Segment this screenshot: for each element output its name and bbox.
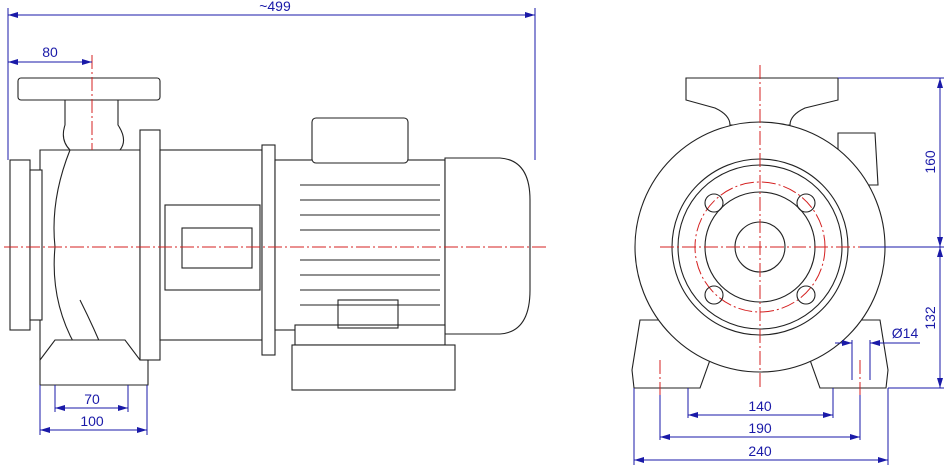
outlet-flange: [17, 77, 161, 101]
dim-overall-length: ~499: [259, 0, 291, 14]
bolt-holes: [704, 193, 816, 305]
bracket-flange: [139, 129, 161, 361]
dim-hole-spacing: 190: [748, 420, 772, 436]
outlet-neck: [62, 100, 125, 151]
dim-outlet-height: 160: [922, 150, 938, 174]
shaft-coupling: [181, 227, 253, 269]
front-view: [631, 65, 889, 395]
inlet-flange: [9, 159, 31, 331]
front-outlet-flange: [685, 77, 839, 126]
dim-shaft-height: 132: [922, 306, 938, 330]
motor-fins: [300, 184, 440, 306]
dimensions: ~499 80 70 100 160 132 Ø14 140 190 240: [7, 0, 944, 465]
dim-hole-diameter: Ø14: [892, 325, 919, 341]
dim-foot-hole-spacing: 70: [84, 391, 100, 407]
motor-base: [291, 344, 456, 391]
dim-flange-offset: 80: [42, 44, 58, 60]
dim-foot-width: 100: [80, 413, 104, 429]
terminal-box: [311, 117, 409, 164]
fan-cover: [444, 157, 531, 335]
motor-flange: [261, 144, 276, 356]
side-view: [4, 55, 548, 391]
dim-overall-width: 240: [748, 443, 772, 459]
dim-inner-foot-span: 140: [748, 398, 772, 414]
pump-casing: [39, 149, 141, 361]
